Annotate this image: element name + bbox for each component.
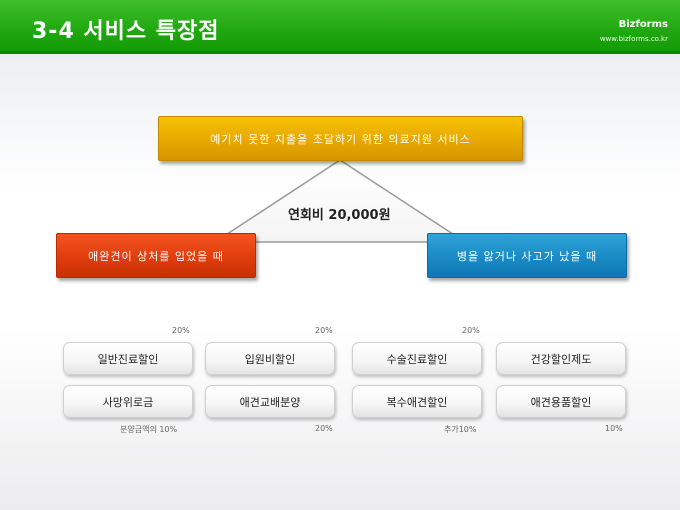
benefit-item: 사망위로금 [63, 385, 193, 418]
benefit-item: 애견교배분양 [205, 385, 335, 418]
benefit-item: 건강할인제도 [496, 342, 626, 375]
benefit-note: 20% [462, 326, 480, 335]
benefit-item: 입원비할인 [205, 342, 335, 375]
page-title: 3-4 서비스 특장점 [32, 19, 220, 44]
benefit-note: 분양금액의 10% [120, 425, 178, 434]
benefit-item: 복수애견할인 [352, 385, 482, 418]
annual-fee-label: 연회비 20,000원 [288, 208, 391, 223]
benefit-note: 20% [315, 424, 333, 433]
left-case-box: 애완견이 상처를 입었을 때 [56, 233, 256, 278]
brand-logo: Bizforms [618, 19, 668, 30]
benefit-item: 수술진료할인 [352, 342, 482, 375]
benefit-note: 20% [315, 326, 333, 335]
right-case-box: 병을 앓거나 사고가 났을 때 [427, 233, 627, 278]
benefit-note: 추가10% [444, 425, 477, 434]
top-service-box: 예기치 못한 지출을 조달하기 위한 의료지원 서비스 [158, 116, 523, 161]
benefit-note: 10% [605, 424, 623, 433]
benefit-item: 애견용품할인 [496, 385, 626, 418]
brand-url: www.bizforms.co.kr [599, 35, 668, 43]
header-bar: 3-4 서비스 특장점 Bizforms www.bizforms.co.kr [0, 0, 680, 54]
benefit-item: 일반진료할인 [63, 342, 193, 375]
benefit-note: 20% [172, 326, 190, 335]
